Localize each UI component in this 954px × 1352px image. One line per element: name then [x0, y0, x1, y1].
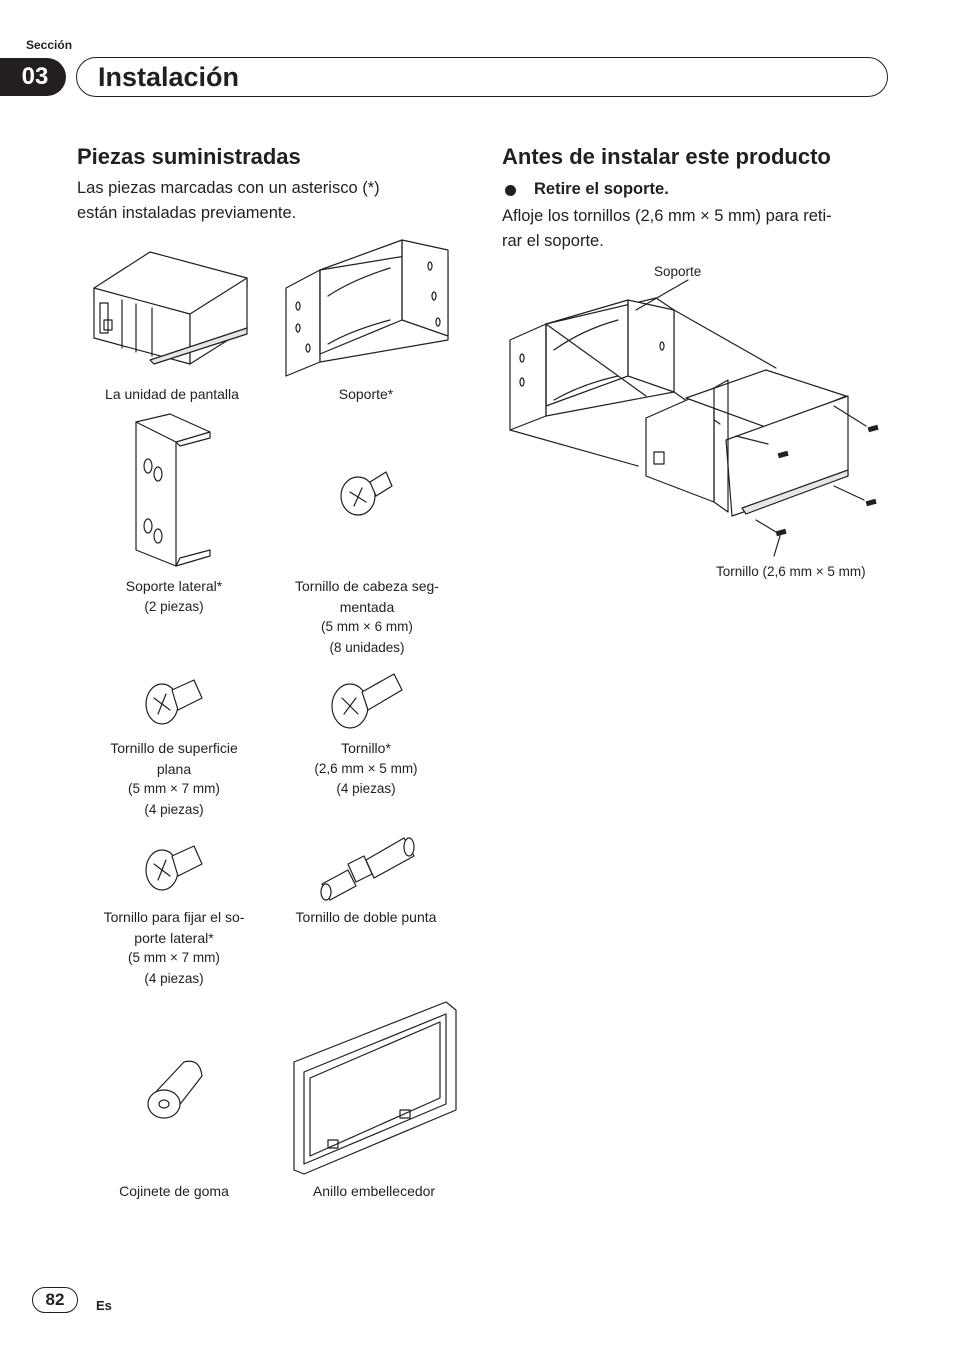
segmented-screw-illustration	[340, 471, 393, 516]
flat-screw-caption: Tornillo de superficie plana (5 mm × 7 m…	[92, 738, 256, 820]
display-unit-illustration	[93, 251, 248, 365]
fix-screw-size: (5 mm × 7 mm)	[128, 950, 220, 965]
trim-ring-illustration	[293, 1001, 457, 1175]
double-screw-caption: Tornillo de doble punta	[295, 909, 437, 925]
side-bracket-label: Soporte lateral*	[125, 578, 223, 594]
section-label: Sección	[26, 38, 73, 52]
callout-holder-label: Soporte	[654, 264, 702, 279]
rubber-bush-caption: Cojinete de goma	[119, 1183, 229, 1199]
supplied-parts-intro: Las piezas marcadas con un asterisco (*)…	[77, 176, 380, 226]
section-number-tab: 03	[0, 58, 66, 96]
flat-screw-line-2: plana	[156, 760, 192, 777]
language-code: Es	[96, 1298, 112, 1313]
fix-screw-line-2: porte lateral*	[134, 929, 214, 946]
flat-screw-illustration	[145, 679, 203, 725]
side-bracket-qty: (2 piezas)	[144, 598, 204, 614]
before-install-heading: Antes de instalar este producto	[502, 144, 831, 169]
trim-ring-caption: Anillo embellecedor	[312, 1183, 436, 1199]
screw-line-1: Tornillo*	[341, 740, 391, 756]
page-number: 82	[32, 1287, 78, 1313]
fix-screw-line-1: Tornillo para fijar el so-	[103, 909, 245, 925]
segmented-screw-qty: (8 unidades)	[329, 639, 405, 655]
callout-screw-label: Tornillo (2,6 mm × 5 mm)	[716, 564, 866, 579]
screw-caption: Tornillo* (2,6 mm × 5 mm) (4 piezas)	[286, 738, 446, 800]
side-bracket-caption: Soporte lateral* (2 piezas)	[92, 576, 256, 617]
remove-holder-line-2: rar el soporte.	[502, 232, 604, 250]
fix-screw-caption: Tornillo para fijar el so- porte lateral…	[88, 907, 260, 989]
intro-line-1: Las piezas marcadas con un asterisco (*)	[77, 179, 380, 197]
segmented-screw-caption: Tornillo de cabeza seg- mentada (5 mm × …	[280, 576, 454, 658]
flat-screw-qty: (4 piezas)	[144, 801, 204, 817]
section-title: Instalación	[98, 62, 240, 92]
screw-qty: (4 piezas)	[336, 781, 396, 796]
remove-holder-text: Afloje los tornillos (2,6 mm × 5 mm) par…	[502, 204, 832, 254]
segmented-screw-line-2: mentada	[339, 598, 395, 615]
section-title-bar	[76, 57, 888, 97]
holder-illustration	[285, 239, 449, 377]
holder-caption: Soporte*	[338, 386, 394, 402]
display-unit-caption: La unidad de pantalla	[105, 386, 239, 402]
rubber-bush-illustration	[147, 1060, 203, 1119]
side-bracket-illustration	[135, 413, 211, 567]
fix-screw-illustration	[145, 845, 203, 891]
segmented-screw-line-1: Tornillo de cabeza seg-	[295, 578, 439, 594]
screw-illustration	[331, 673, 403, 729]
flat-screw-line-1: Tornillo de superficie	[110, 740, 238, 756]
segmented-screw-size: (5 mm × 6 mm)	[321, 619, 413, 634]
supplied-parts-heading: Piezas suministradas	[77, 144, 301, 169]
bullet-icon	[505, 185, 516, 196]
screw-size: (2,6 mm × 5 mm)	[314, 760, 418, 776]
remove-holder-line-1: Afloje los tornillos (2,6 mm × 5 mm) par…	[502, 207, 832, 225]
holder-removal-diagram	[509, 279, 879, 557]
flat-screw-size: (5 mm × 7 mm)	[128, 781, 220, 796]
remove-holder-step: Retire el soporte.	[534, 180, 669, 198]
fix-screw-qty: (4 piezas)	[144, 970, 204, 986]
double-screw-illustration	[320, 837, 415, 901]
intro-line-2: están instaladas previamente.	[77, 204, 297, 222]
